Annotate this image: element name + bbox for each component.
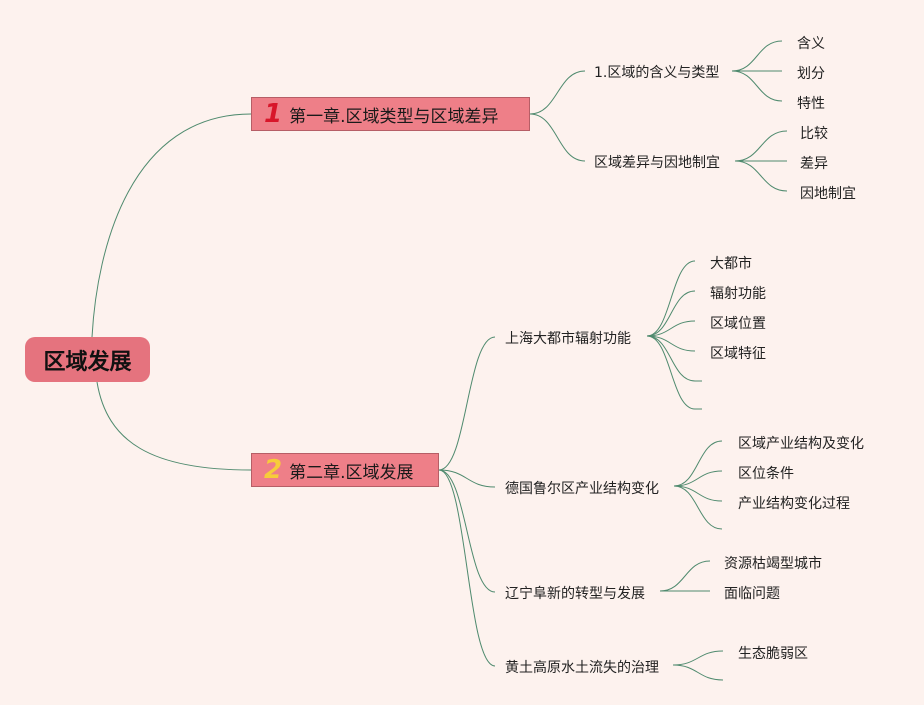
leaf-division[interactable]: 划分 — [797, 66, 825, 82]
edge-s12-l3 — [734, 160, 788, 192]
leaf-adapt-to-local[interactable]: 因地制宜 — [800, 186, 856, 202]
edge-s11-l3 — [731, 70, 783, 102]
edge-s22-l1 — [673, 440, 723, 487]
root-node[interactable]: 区域发展 — [25, 337, 150, 382]
edge-s12-l1 — [734, 130, 788, 162]
section-region-difference[interactable]: 区域差异与因地制宜 — [594, 155, 720, 171]
edge-ch2-sec1 — [438, 336, 496, 471]
edge-ch2-sec4 — [438, 469, 496, 667]
leaf-structure-change-process[interactable]: 产业结构变化过程 — [738, 496, 850, 512]
chapter-2-node[interactable]: 2 第二章.区域发展 — [251, 453, 439, 487]
edge-s21-l6 — [646, 335, 696, 410]
leaf-industrial-structure[interactable]: 区域产业结构及变化 — [738, 436, 864, 452]
edge-s22-l2 — [673, 470, 723, 487]
section-shanghai[interactable]: 上海大都市辐射功能 — [505, 331, 631, 347]
chapter-1-badge: 1 — [264, 99, 283, 129]
edge-s11-l1 — [731, 40, 783, 72]
section-region-meaning[interactable]: 1.区域的含义与类型 — [594, 65, 720, 81]
edge-s21-l1 — [646, 260, 696, 337]
edge-ch1-sec1 — [529, 70, 586, 115]
edge-s23-l1 — [659, 560, 711, 592]
section-loess-plateau[interactable]: 黄土高原水土流失的治理 — [505, 660, 659, 676]
leaf-metropolis[interactable]: 大都市 — [710, 256, 752, 272]
leaf-location-conditions[interactable]: 区位条件 — [738, 466, 794, 482]
chapter-1-node[interactable]: 1 第一章.区域类型与区域差异 — [251, 97, 530, 131]
edge-s24-l2 — [672, 664, 724, 681]
section-ruhr[interactable]: 德国鲁尔区产业结构变化 — [505, 481, 659, 497]
edge-s22-l4 — [673, 485, 723, 530]
edge-ch2-sec2 — [438, 469, 496, 488]
leaf-radiation-function[interactable]: 辐射功能 — [710, 286, 766, 302]
edge-s21-l3 — [646, 320, 696, 337]
edge-s22-l3 — [673, 485, 723, 502]
leaf-fragile-ecology[interactable]: 生态脆弱区 — [738, 646, 808, 662]
edge-ch2-sec3 — [438, 469, 496, 593]
chapter-1-title: 第一章.区域类型与区域差异 — [289, 106, 499, 127]
leaf-difference[interactable]: 差异 — [800, 156, 828, 172]
edge-s21-l2 — [646, 290, 696, 337]
edge-root-ch2 — [96, 381, 252, 471]
leaf-problems-faced[interactable]: 面临问题 — [724, 586, 780, 602]
leaf-characteristics[interactable]: 特性 — [797, 96, 825, 112]
chapter-2-badge: 2 — [264, 455, 283, 485]
section-fuxin[interactable]: 辽宁阜新的转型与发展 — [505, 586, 645, 602]
leaf-regional-features[interactable]: 区域特征 — [710, 346, 766, 362]
edge-s21-l5 — [646, 335, 696, 382]
chapter-2-title: 第二章.区域发展 — [289, 462, 414, 483]
leaf-meaning[interactable]: 含义 — [797, 36, 825, 52]
edge-s24-l1 — [672, 650, 724, 666]
leaf-regional-location[interactable]: 区域位置 — [710, 316, 766, 332]
leaf-resource-depleted-city[interactable]: 资源枯竭型城市 — [724, 556, 822, 572]
edge-ch1-sec2 — [529, 113, 586, 162]
leaf-comparison[interactable]: 比较 — [800, 126, 828, 142]
edge-root-ch1 — [91, 113, 252, 338]
